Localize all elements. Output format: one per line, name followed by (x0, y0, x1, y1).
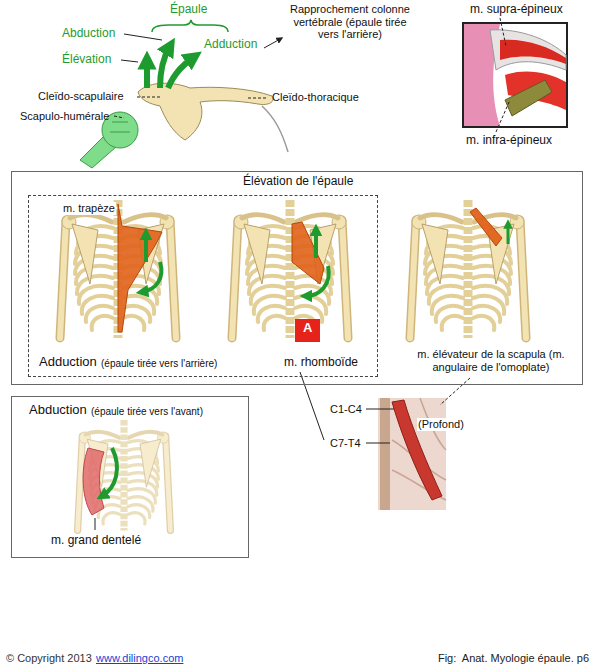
note-text: (Profond) (417, 418, 465, 431)
motion-arrow (142, 262, 161, 292)
picture-frame (463, 23, 567, 127)
muscle-label: m. infra-épineux (466, 134, 552, 148)
scapula-spine (490, 30, 566, 70)
group-label: Épaule (170, 3, 207, 17)
clavicle-scapula (138, 83, 273, 140)
trapezius-muscle (118, 204, 162, 332)
levator-muscle (470, 208, 502, 246)
callout-letter: A (303, 321, 312, 336)
figure-reference: Fig: Anat. Myologie épaule. p6 (438, 652, 589, 665)
motion-arrow (144, 234, 148, 262)
movement-note: (épaule tirée vers l'arrière) (101, 358, 217, 370)
callout-badge: A (295, 319, 320, 342)
motion-arrow (306, 266, 329, 296)
bracket (152, 20, 228, 32)
rhomboid-muscle (292, 222, 324, 284)
leader-line (300, 372, 324, 440)
motion-arrow (102, 448, 117, 496)
movement-label: Élévation (62, 53, 111, 67)
leader-line (114, 116, 124, 118)
leader-line (366, 443, 390, 444)
leader-line (137, 97, 160, 98)
deep-muscle-picture (300, 372, 470, 510)
muscle-fibres (392, 398, 446, 500)
vertebral-column (380, 398, 390, 510)
vertebra-label: C7-T4 (330, 437, 361, 450)
leader-line (248, 98, 268, 99)
adduction-arrow (168, 57, 194, 88)
panel-box: Abduction (épaule tirée vers l'avant) m. g… (11, 396, 249, 558)
leader-line (124, 34, 162, 40)
leader-line (440, 378, 470, 405)
leader-line (121, 60, 138, 62)
leader-line (500, 18, 506, 46)
note-text: Rapprochement colonne vertébrale (épaule… (286, 3, 414, 41)
levator-scapulae (392, 400, 442, 500)
copyright-text: © Copyright 2013 (6, 652, 92, 665)
muscle-label: m. supra-épineux (470, 3, 563, 17)
humerus-detail (110, 122, 130, 132)
muscle-label: m. rhomboïde (284, 356, 358, 370)
vertebra-label: C1-C4 (330, 403, 362, 416)
muscle-label: m. trapèze (62, 202, 116, 215)
panel-box: Élévation de l'épaule m. élévateur de la … (11, 171, 583, 385)
supraspinatus (500, 40, 566, 64)
movement-note: (épaule tirée vers l'avant) (91, 406, 203, 418)
skeleton-serratus (78, 420, 171, 530)
joint-label: Scapulo-humérale (20, 110, 109, 123)
leader-line (366, 409, 394, 410)
movement-heading: Adduction (39, 355, 97, 370)
joint-label: Cleïdo-scapulaire (38, 90, 124, 103)
dashed-group-box: m. trapèzeAdduction (épaule tirée vers l'… (28, 195, 378, 377)
motion-arrow (507, 224, 510, 244)
skeleton-trapezius (60, 200, 176, 338)
rib-line (262, 106, 288, 152)
muscle-label: m. grand dentelé (51, 534, 141, 548)
humerus (505, 80, 552, 116)
motion-arrow (314, 230, 318, 258)
rotator-cuff-picture (463, 18, 567, 132)
elevation-arrow (144, 60, 150, 88)
movement-heading: Abduction (29, 403, 87, 418)
website-link: www.dilingco.com (96, 652, 183, 665)
skeleton-rhomboid (232, 200, 348, 338)
serratus-muscle (83, 448, 104, 515)
leader-arrow (264, 38, 282, 48)
movement-label: Abduction (62, 27, 115, 41)
picture-ground (378, 398, 446, 510)
muscle-label: m. élévateur de la scapula (m. angulaire… (406, 348, 576, 373)
joint-label: Cleïdo-thoracique (272, 91, 359, 104)
movement-label: Adduction (204, 38, 257, 52)
panel-heading: Élévation de l'épaule (243, 175, 353, 189)
skeleton-levator (410, 200, 526, 338)
leader-line (496, 100, 510, 132)
leader-line (95, 518, 96, 530)
